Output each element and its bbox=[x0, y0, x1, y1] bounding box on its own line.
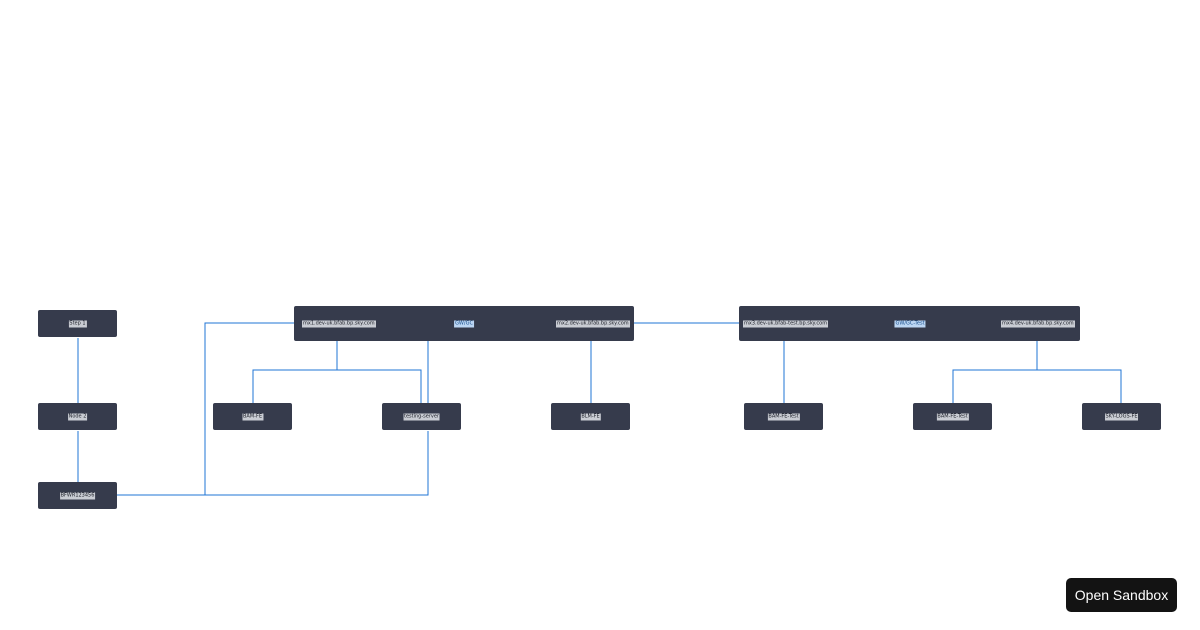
node-testing-server[interactable]: testing-server bbox=[382, 403, 461, 430]
group-host-label: mx4.dev-uk.bfab.bp.sky.com bbox=[1001, 320, 1075, 327]
node-label: Node 2 bbox=[67, 413, 88, 420]
node-label: testing-server bbox=[403, 413, 440, 420]
edge-group-fanout bbox=[252, 341, 338, 404]
edge-mx4-fanout-2 bbox=[1037, 369, 1122, 404]
node-label: BAM-FE bbox=[241, 413, 264, 420]
node-bam-fe[interactable]: BAM-FE bbox=[213, 403, 292, 430]
node-bam-fe-test[interactable]: BAM-FE-Test bbox=[744, 403, 823, 430]
node-sky-logs[interactable]: SKY-LOGS-FE bbox=[1082, 403, 1161, 430]
group-gwgc-test[interactable]: mx3.dev-uk.bfab-test.bp.sky.com GW/GC-Te… bbox=[739, 306, 1080, 341]
node-label: BAM-FE-Test bbox=[936, 413, 969, 420]
node-label: BAM-FE-Test bbox=[767, 413, 800, 420]
node-label: SKY-LOGS-FE bbox=[1104, 413, 1139, 420]
group-host-label: mx2.dev-uk.bfab.bp.sky.com bbox=[556, 320, 630, 327]
node-bam-fe-test-2[interactable]: BAM-FE-Test bbox=[913, 403, 992, 430]
edge-group-fanout-2 bbox=[337, 369, 422, 404]
edge-bfwr-testing bbox=[117, 431, 429, 496]
node-node-2[interactable]: Node 2 bbox=[38, 403, 117, 430]
node-blm-fe[interactable]: BLM-FE bbox=[551, 403, 630, 430]
open-sandbox-button[interactable]: Open Sandbox bbox=[1066, 578, 1177, 612]
node-bfwr[interactable]: BFWR123456 bbox=[38, 482, 117, 509]
edge-mx4-fanout bbox=[952, 341, 1038, 404]
group-gwgc[interactable]: mx1.dev-uk.bfab.bp.sky.com GW/GC mx2.dev… bbox=[294, 306, 634, 341]
node-label: Step 1 bbox=[68, 320, 87, 327]
group-name-label: GW/GC bbox=[454, 320, 474, 327]
node-label: BFWR123456 bbox=[59, 492, 96, 499]
group-name-label: GW/GC-Test bbox=[894, 320, 926, 327]
group-host-label: mx3.dev-uk.bfab-test.bp.sky.com bbox=[743, 320, 829, 327]
node-step-1[interactable]: Step 1 bbox=[38, 310, 117, 337]
node-label: BLM-FE bbox=[580, 413, 601, 420]
group-host-label: mx1.dev-uk.bfab.bp.sky.com bbox=[302, 320, 376, 327]
